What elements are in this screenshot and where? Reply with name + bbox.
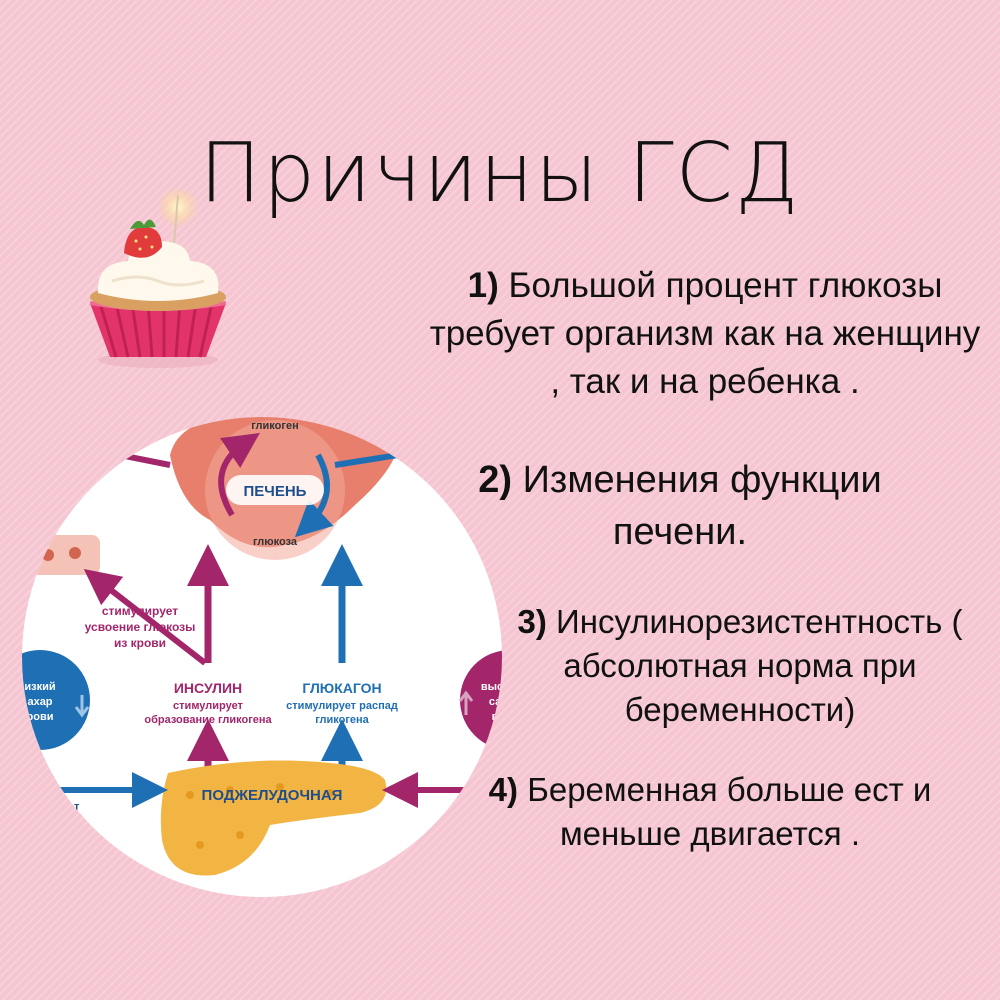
cells-illustration xyxy=(30,535,100,575)
pancreas-shape xyxy=(160,760,387,876)
uptake-label-2: усвоение глюкозы xyxy=(85,620,196,634)
reason-3-number: 3) xyxy=(517,603,547,640)
low-sugar-text-2: ахар xyxy=(27,696,52,708)
reason-1: 1) Большой процент глюкозы требует орган… xyxy=(420,262,990,406)
high-sugar-text-2: са xyxy=(489,696,502,708)
low-sugar-badge: изкий ахар рови xyxy=(22,650,90,750)
low-sugar-text-3: рови xyxy=(27,711,54,723)
high-sugar-text-1: выс xyxy=(481,681,503,693)
reason-3-text: Инсулинорезистентность ( абсолютная норм… xyxy=(556,603,963,728)
uptake-label-1: стимулирует xyxy=(102,604,178,618)
glycogen-label: гликоген xyxy=(251,420,298,432)
glucagon-label: ГЛЮКАГОН xyxy=(302,680,381,696)
up-arrow-icon xyxy=(458,690,474,715)
reason-2-number: 2) xyxy=(478,459,513,501)
insulin-label: ИНСУЛИН xyxy=(174,680,242,696)
reason-1-number: 1) xyxy=(467,266,499,305)
glucose-label: глюкоза xyxy=(253,536,298,548)
reason-4-text: Беременная больше ест и меньше двигается… xyxy=(527,771,932,852)
page-title: Причины ГСД xyxy=(199,126,801,221)
down-arrow-icon xyxy=(74,695,90,718)
left-cut-label: ет xyxy=(68,801,80,813)
reason-2: 2) Изменения функции печени. xyxy=(470,454,890,558)
insulin-desc-2: образование гликогена xyxy=(144,714,272,726)
cupcake-illustration xyxy=(89,187,227,368)
uptake-label-3: из крови xyxy=(114,636,166,650)
liver-label: ПЕЧЕНЬ xyxy=(244,483,307,500)
high-sugar-text-3: в xyxy=(492,711,499,723)
reason-4: 4) Беременная больше ест и меньше двигае… xyxy=(480,768,940,856)
pancreas-label: ПОДЖЕЛУДОЧНАЯ xyxy=(202,787,343,804)
reason-3: 3) Инсулинорезистентность ( абсолютная н… xyxy=(490,600,990,732)
glucagon-desc-1: стимулирует распад xyxy=(286,700,398,712)
glucagon-desc-2: гликогена xyxy=(315,714,369,726)
glucose-regulation-diagram: ПЕЧЕНЬ гликоген глюкоза стимулирует усво… xyxy=(22,417,503,897)
reason-1-text: Большой процент глюкозы требует организм… xyxy=(429,266,981,401)
reason-4-number: 4) xyxy=(488,771,519,808)
low-sugar-text-1: изкий xyxy=(24,681,55,693)
insulin-desc-1: стимулирует xyxy=(173,700,244,712)
reason-2-text: Изменения функции печени. xyxy=(522,459,882,553)
